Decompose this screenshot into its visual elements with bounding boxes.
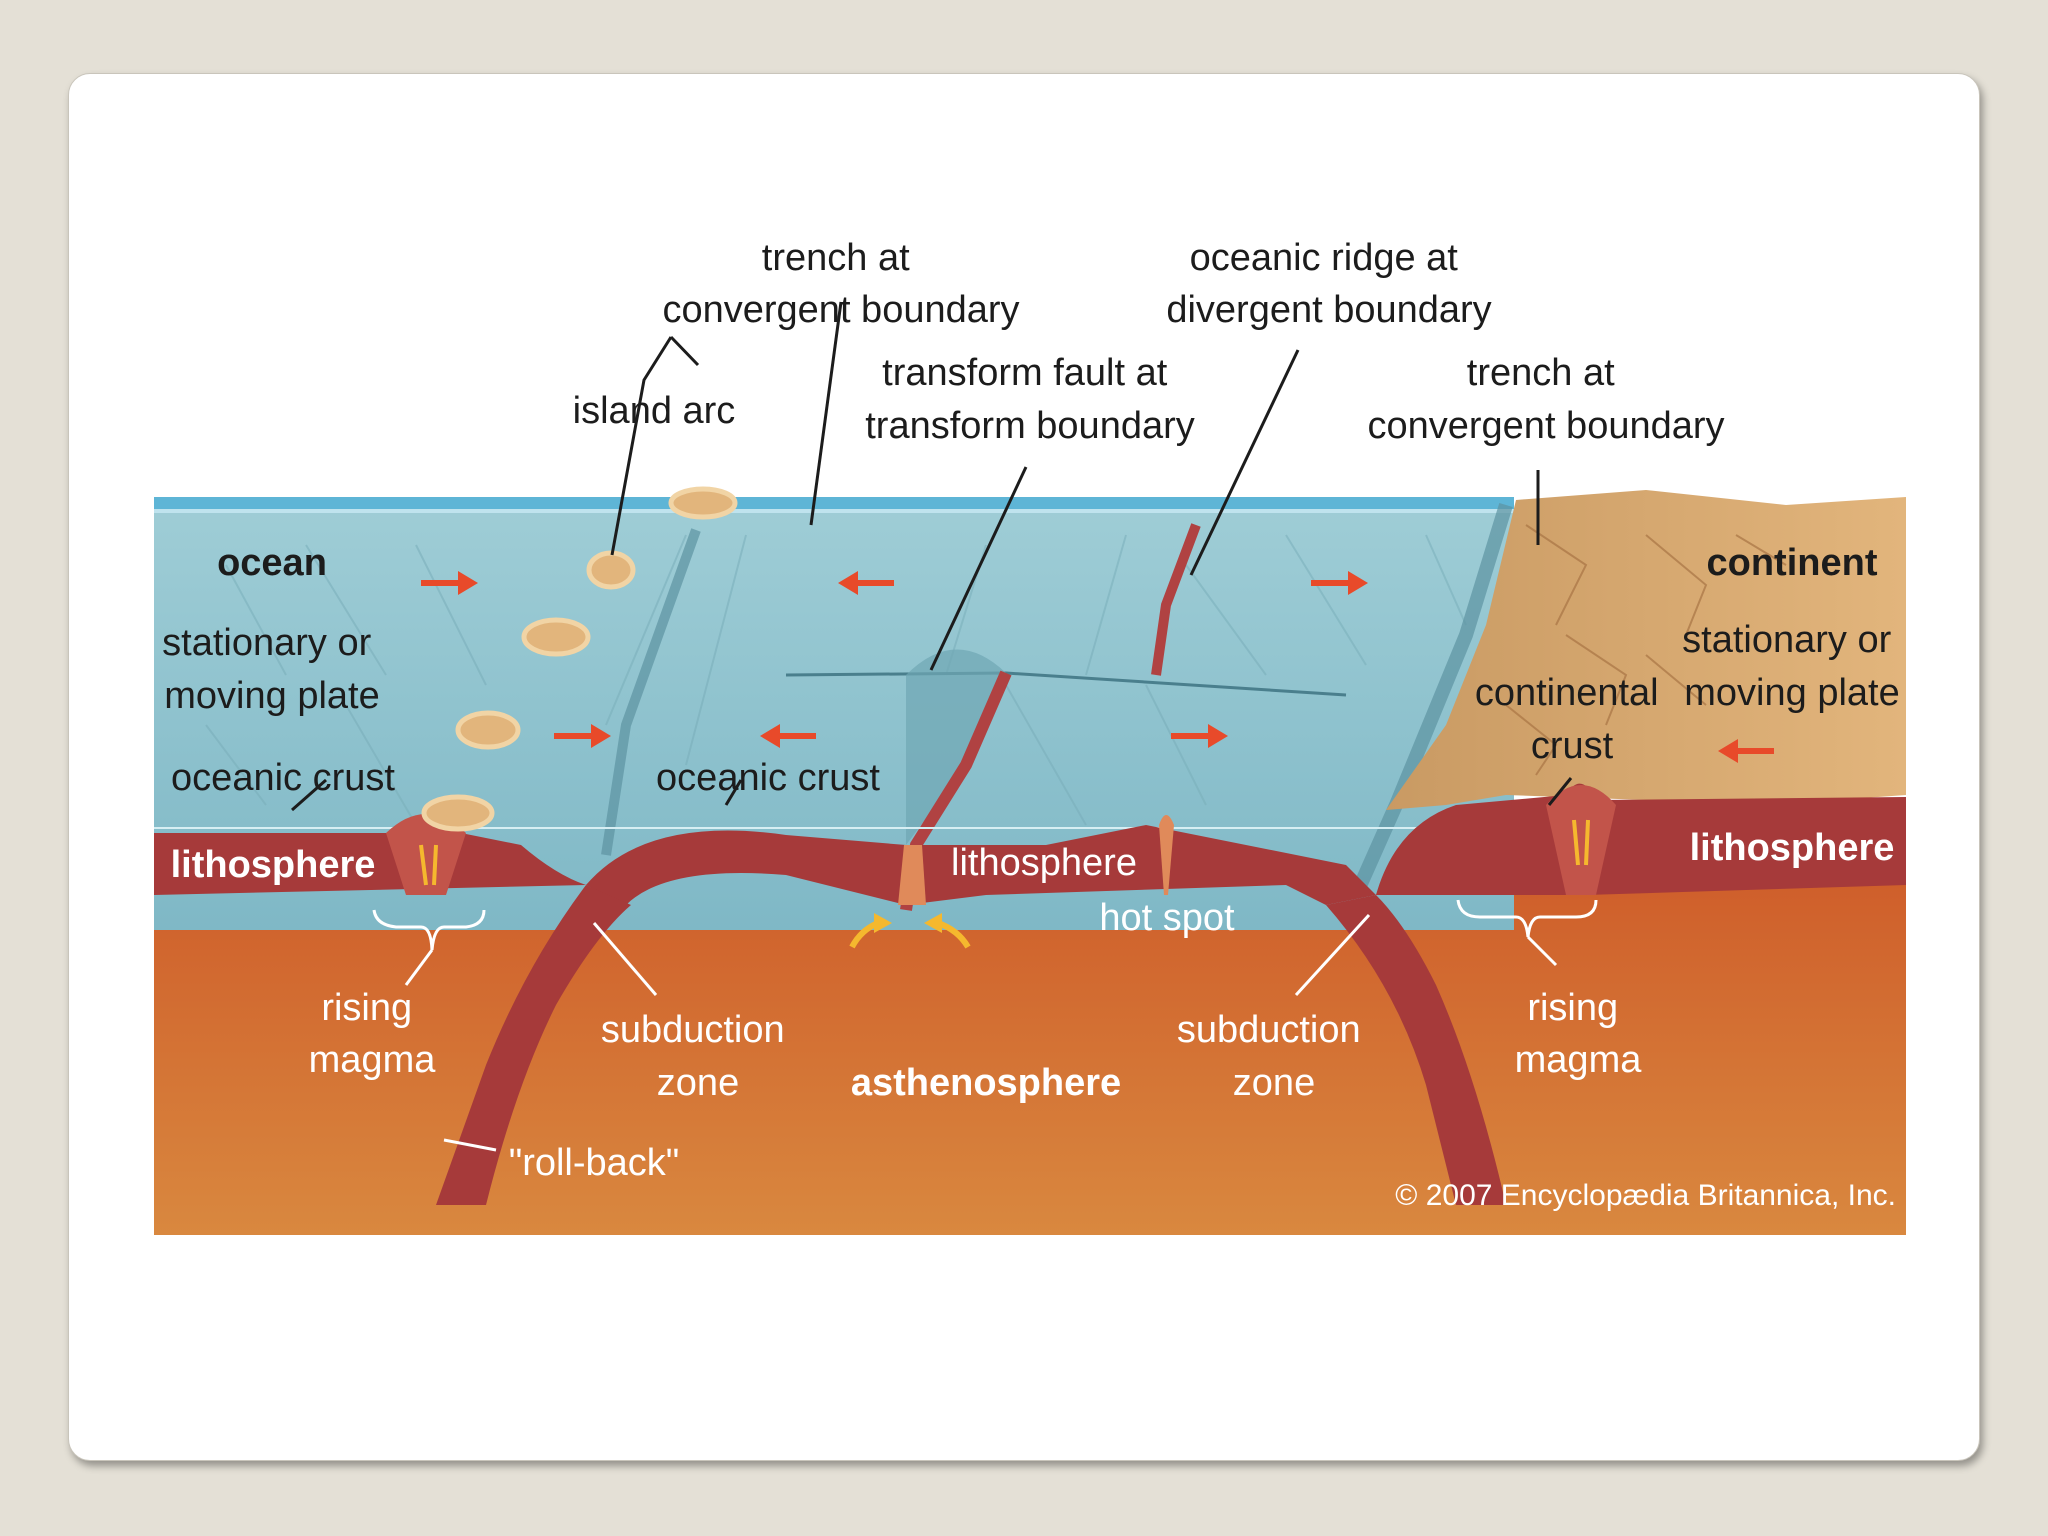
label-oceanic-ridge-line1: oceanic ridge at xyxy=(1190,237,1459,279)
plate-tectonics-diagram: trench at convergent boundary oceanic ri… xyxy=(154,237,1906,1235)
arrow-right-1 xyxy=(421,571,478,595)
label-stationary-left-line2: moving plate xyxy=(164,675,379,717)
label-subduction-right-line1: subduction xyxy=(1177,1009,1361,1051)
label-rising-magma-left-line1: rising xyxy=(321,987,412,1029)
leader-lines xyxy=(291,301,1573,812)
label-ocean: ocean xyxy=(217,542,327,584)
label-transform-fault-line2: transform boundary xyxy=(865,405,1195,447)
label-roll-back: "roll-back" xyxy=(509,1142,680,1184)
arrow-right-2 xyxy=(1311,571,1368,595)
label-stationary-right: stationary or moving plate xyxy=(1682,619,1902,714)
subducting-slab-right xyxy=(1326,895,1506,1205)
arrow-left-3 xyxy=(1718,739,1774,763)
continent-block xyxy=(1386,490,1906,810)
ocean-surface xyxy=(154,497,1514,509)
volcano-left xyxy=(386,814,466,895)
label-trench-left-line1: trench at xyxy=(762,237,910,279)
arrow-left-1 xyxy=(838,571,894,595)
plate-motion-arrows xyxy=(421,571,1774,763)
label-subduction-left-line2: zone xyxy=(657,1062,739,1104)
hot-spot-plume xyxy=(1159,815,1174,895)
label-oceanic-ridge: oceanic ridge at divergent boundary xyxy=(1166,237,1491,331)
arrow-left-2 xyxy=(760,724,816,748)
copyright-notice: © 2007 Encyclopædia Britannica, Inc. xyxy=(1395,1179,1896,1212)
label-lithosphere-mid: lithosphere xyxy=(951,842,1137,884)
lithosphere-left xyxy=(154,818,586,895)
label-continental-crust: continental crust xyxy=(1475,672,1669,767)
label-trench-right-line1: trench at xyxy=(1467,352,1615,394)
label-rising-magma-right-line2: magma xyxy=(1515,1039,1643,1081)
trench-left-groove xyxy=(601,528,701,856)
label-subduction-right: subduction zone xyxy=(1177,1009,1371,1104)
subducting-slab-left xyxy=(436,885,631,1205)
label-continent: continent xyxy=(1707,542,1878,584)
label-oceanic-crust-left: oceanic crust xyxy=(171,757,395,799)
label-stationary-left: stationary or moving plate xyxy=(162,622,382,717)
label-hot-spot: hot spot xyxy=(1099,897,1235,939)
volcano-right xyxy=(1546,785,1616,895)
label-trench-left-line2: convergent boundary xyxy=(662,289,1019,331)
label-stationary-left-line1: stationary or xyxy=(162,622,371,664)
label-continental-crust-line1: continental xyxy=(1475,672,1659,714)
label-rising-magma-right-line1: rising xyxy=(1527,987,1618,1029)
trench-right-groove xyxy=(1349,502,1513,898)
label-trench-right: trench at convergent boundary xyxy=(1367,352,1724,447)
label-subduction-right-line2: zone xyxy=(1233,1062,1315,1104)
arrow-right-3 xyxy=(554,724,611,748)
label-rising-magma-left-line2: magma xyxy=(309,1039,437,1081)
label-asthenosphere: asthenosphere xyxy=(851,1062,1121,1104)
label-stationary-right-line2: moving plate xyxy=(1684,672,1899,714)
label-island-arc: island arc xyxy=(573,390,736,432)
label-rising-magma-left: rising magma xyxy=(309,987,437,1081)
lithosphere-right xyxy=(1376,783,1906,895)
label-trench-right-line2: convergent boundary xyxy=(1367,405,1724,447)
continent-texture xyxy=(1505,524,1787,776)
label-transform-fault: transform fault at transform boundary xyxy=(865,352,1195,447)
island-arc xyxy=(421,486,738,832)
label-lithosphere-right: lithosphere xyxy=(1690,827,1895,869)
label-subduction-left-line1: subduction xyxy=(601,1009,785,1051)
ridge-crest xyxy=(1151,523,1201,676)
label-transform-fault-line1: transform fault at xyxy=(882,352,1168,394)
label-oceanic-crust-mid: oceanic crust xyxy=(656,757,880,799)
label-lithosphere-left: lithosphere xyxy=(171,844,376,886)
ridge-rift xyxy=(898,845,926,905)
label-stationary-right-line1: stationary or xyxy=(1682,619,1891,661)
label-oceanic-ridge-line2: divergent boundary xyxy=(1166,289,1491,331)
lithosphere-middle xyxy=(586,825,1376,905)
label-rising-magma-right: rising magma xyxy=(1515,987,1643,1081)
leader-lines-white xyxy=(372,899,1598,1152)
label-subduction-left: subduction zone xyxy=(601,1009,795,1104)
label-trench-left: trench at convergent boundary xyxy=(662,237,1019,331)
ocean-texture xyxy=(205,534,1467,826)
asthenosphere-layer xyxy=(154,885,1906,1235)
label-continental-crust-line2: crust xyxy=(1531,725,1614,767)
arrow-right-4 xyxy=(1171,724,1228,748)
